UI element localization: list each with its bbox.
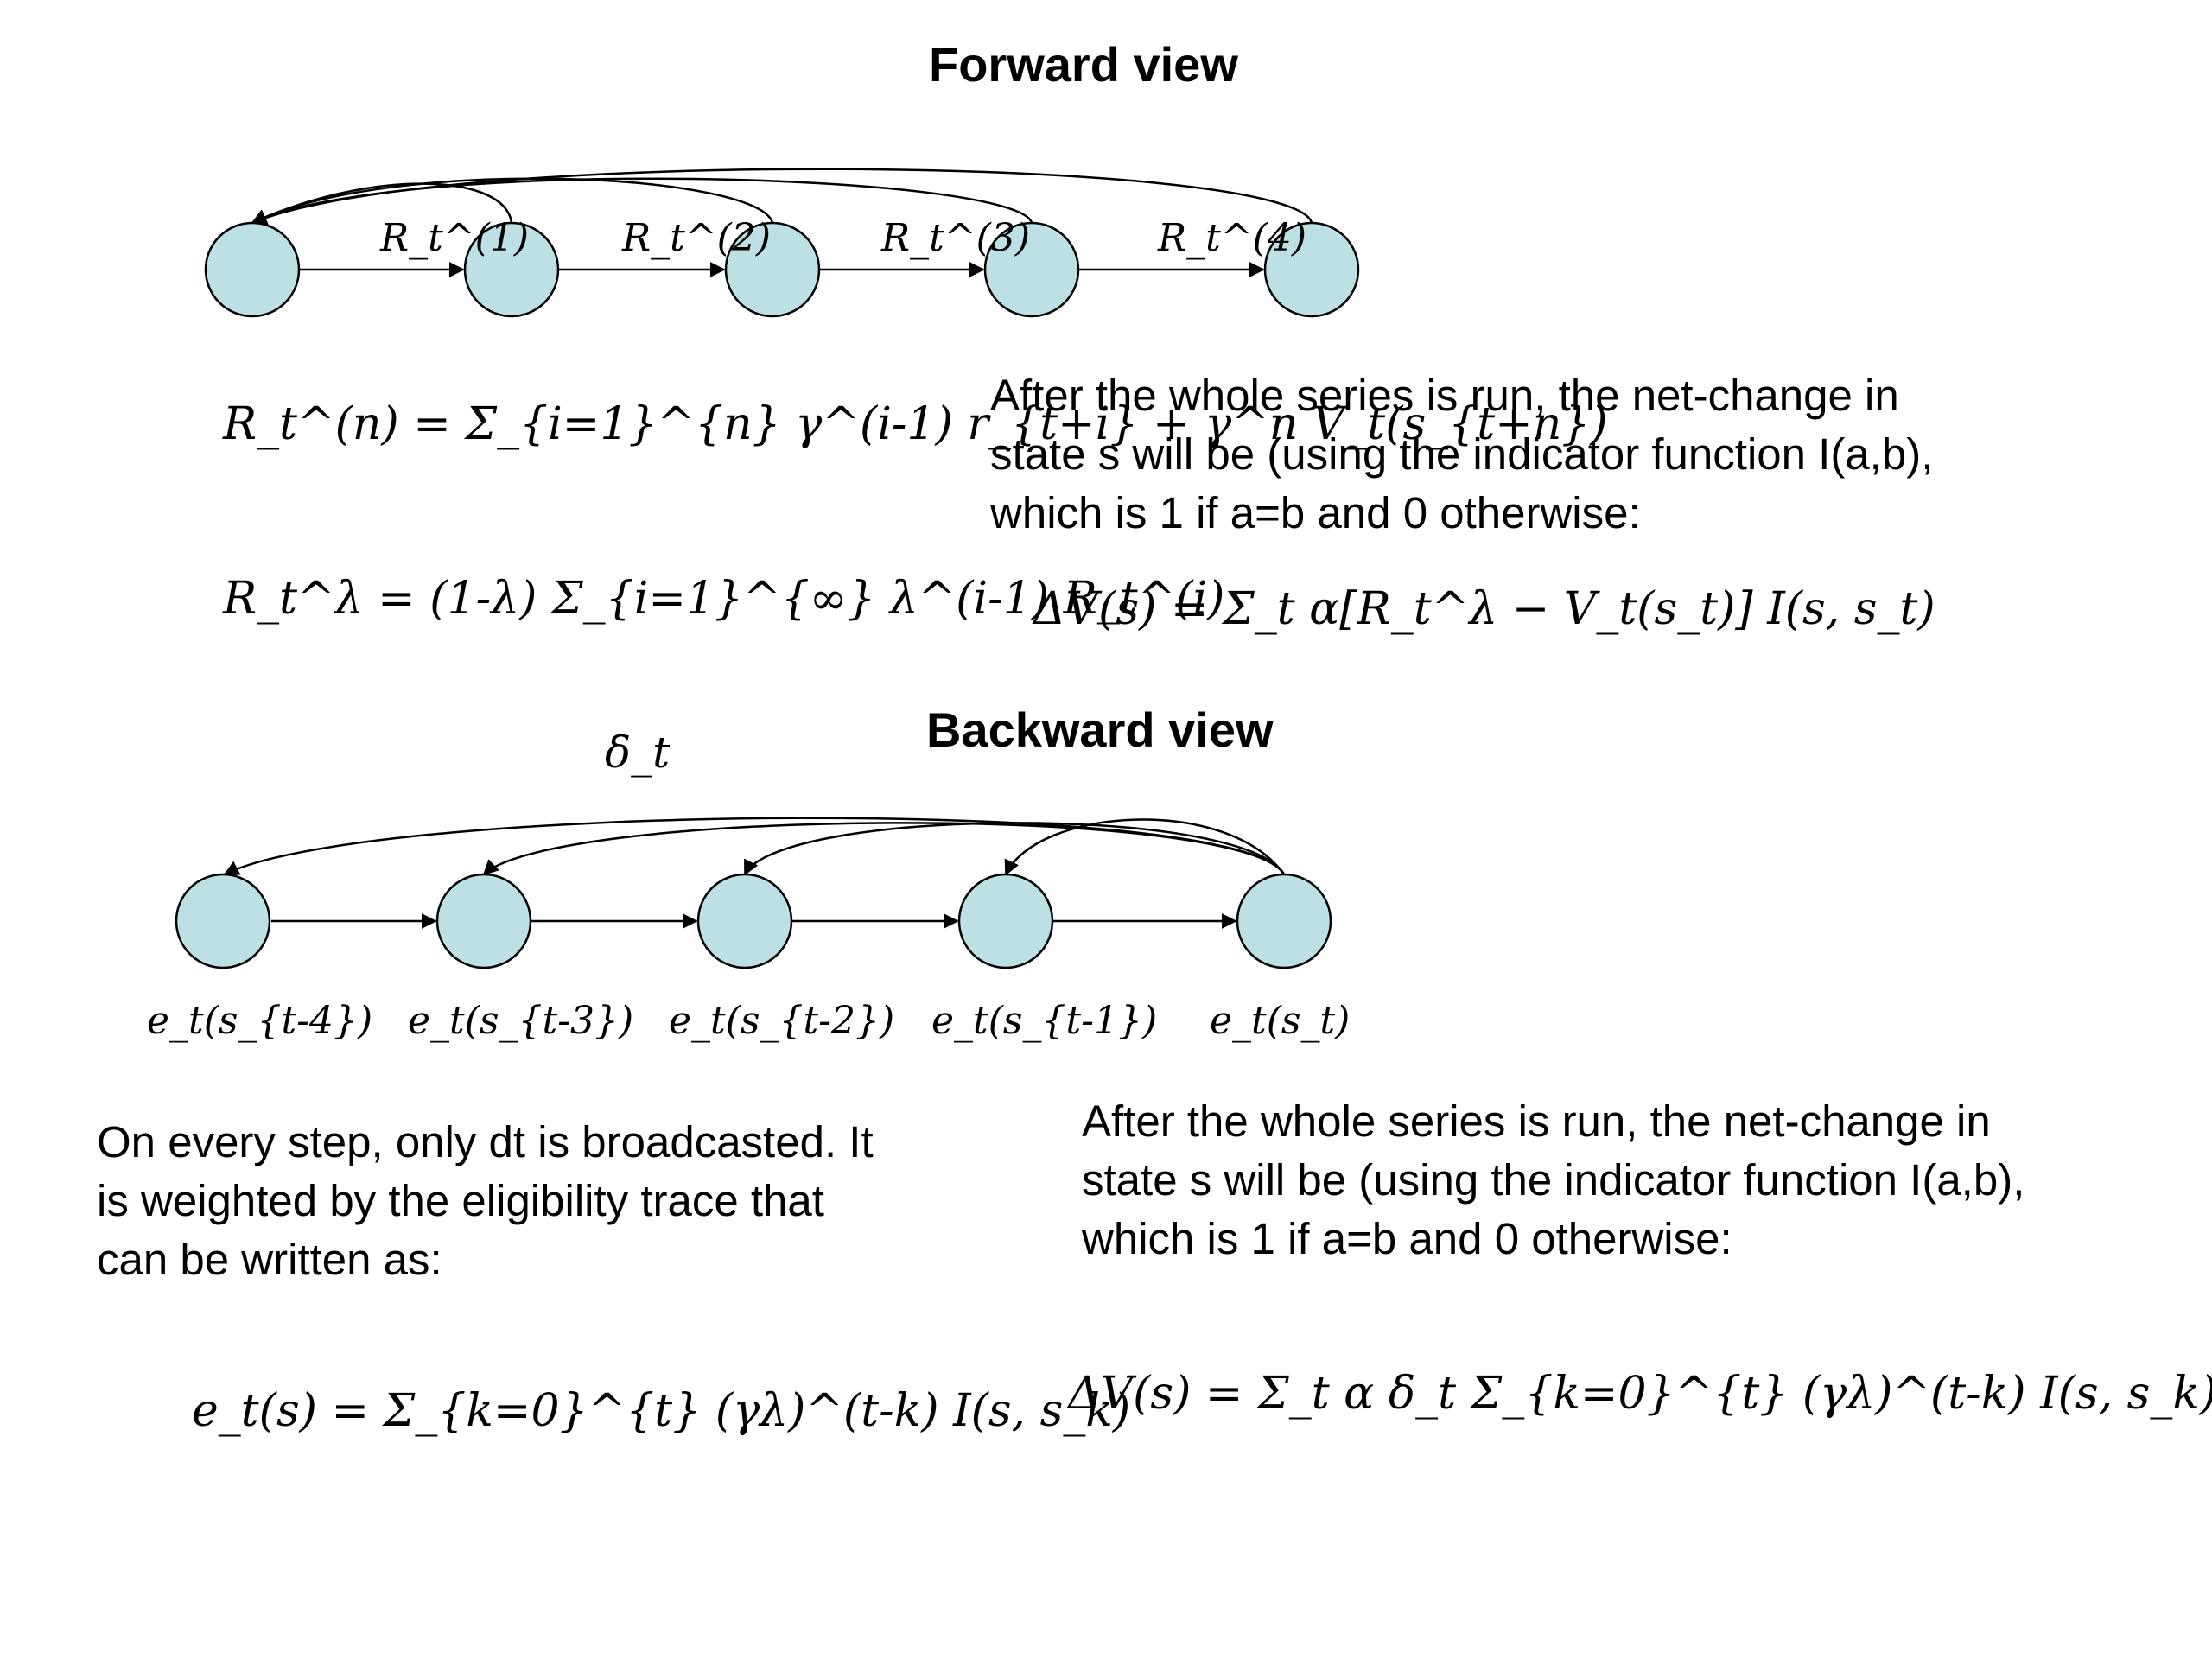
text-line: On every step, only dt is broadcasted. I… — [97, 1117, 874, 1166]
forward-chain: R_t^(1) R_t^(2) R_t^(3) R_t^(4) — [204, 168, 1360, 318]
backward-state-node-3 — [696, 873, 793, 969]
backward-broadcast-arc-2 — [482, 822, 1286, 876]
forward-net-change-text: After the whole series is run, the net-c… — [990, 366, 1933, 543]
forward-state-node-3 — [724, 221, 821, 318]
backward-state-node-2 — [435, 873, 532, 969]
return-label-3: R_t^(3) — [880, 216, 1030, 260]
trace-label-1: e_t(s_{t-4}) — [147, 999, 372, 1043]
eq-forward-net-change: ΔV(s) = Σ_t α[R_t^λ − V_t(s_t)] I(s, s_t… — [1032, 583, 1936, 635]
text-line: state s will be (using the indicator fun… — [1082, 1155, 2025, 1205]
return-label-1: R_t^(1) — [379, 216, 529, 260]
backward-state-node-1 — [175, 873, 271, 969]
text-line: which is 1 if a=b and 0 otherwise: — [1082, 1214, 1732, 1263]
forward-state-node-1 — [204, 221, 301, 318]
text-line: state s will be (using the indicator fun… — [990, 429, 1934, 479]
eq-lambda-return: R_t^λ = (1-λ) Σ_{i=1}^{∞} λ^(i-1) R_t^(i… — [222, 573, 1224, 625]
forward-state-node-5 — [1263, 221, 1360, 318]
forward-state-node-4 — [983, 221, 1080, 318]
forward-state-node-2 — [463, 221, 560, 318]
text-line: which is 1 if a=b and 0 otherwise: — [990, 488, 1641, 537]
backward-net-change-text: After the whole series is run, the net-c… — [1082, 1092, 2024, 1268]
backward-state-node-4 — [957, 873, 1054, 969]
backward-broadcast-text: On every step, only dt is broadcasted. I… — [97, 1113, 874, 1289]
backward-broadcast-arc-4 — [1004, 818, 1286, 876]
delta-label: δ_t — [605, 728, 671, 778]
backward-broadcast-arc-3 — [743, 822, 1286, 876]
forward-return-arc-4 — [251, 168, 1313, 226]
trace-label-5: e_t(s_t) — [1210, 999, 1350, 1043]
trace-label-4: e_t(s_{t-1}) — [931, 999, 1157, 1043]
backward-view-title: Backward view — [926, 702, 1274, 757]
forward-view-title: Forward view — [929, 37, 1238, 92]
text-line: is weighted by the eligibility trace tha… — [97, 1176, 824, 1225]
backward-state-node-5 — [1236, 873, 1332, 969]
forward-return-arc-2 — [251, 177, 774, 225]
trace-label-3: e_t(s_{t-2}) — [669, 999, 894, 1043]
return-label-4: R_t^(4) — [1157, 216, 1306, 260]
return-label-2: R_t^(2) — [621, 216, 771, 260]
trace-label-2: e_t(s_{t-3}) — [408, 999, 633, 1043]
eq-nstep-return: R_t^(n) = Σ_{i=1}^{n} γ^(i-1) r_{t+i} + … — [222, 398, 1608, 450]
eq-eligibility-trace: e_t(s) = Σ_{k=0}^{t} (γλ)^(t-k) I(s, s_k… — [192, 1385, 1130, 1437]
text-line: can be written as: — [97, 1235, 442, 1284]
text-line: After the whole series is run, the net-c… — [1082, 1096, 1991, 1146]
eq-backward-net-change: ΔV(s) = Σ_t α δ_t Σ_{k=0}^{t} (γλ)^(t-k)… — [1066, 1368, 2212, 1420]
text-line: After the whole series is run, the net-c… — [990, 371, 1899, 420]
backward-chain: δ_t e_t(s_{t-4}) e_t(s_{t-3}) e_t(s_{t-2… — [147, 728, 1350, 1043]
